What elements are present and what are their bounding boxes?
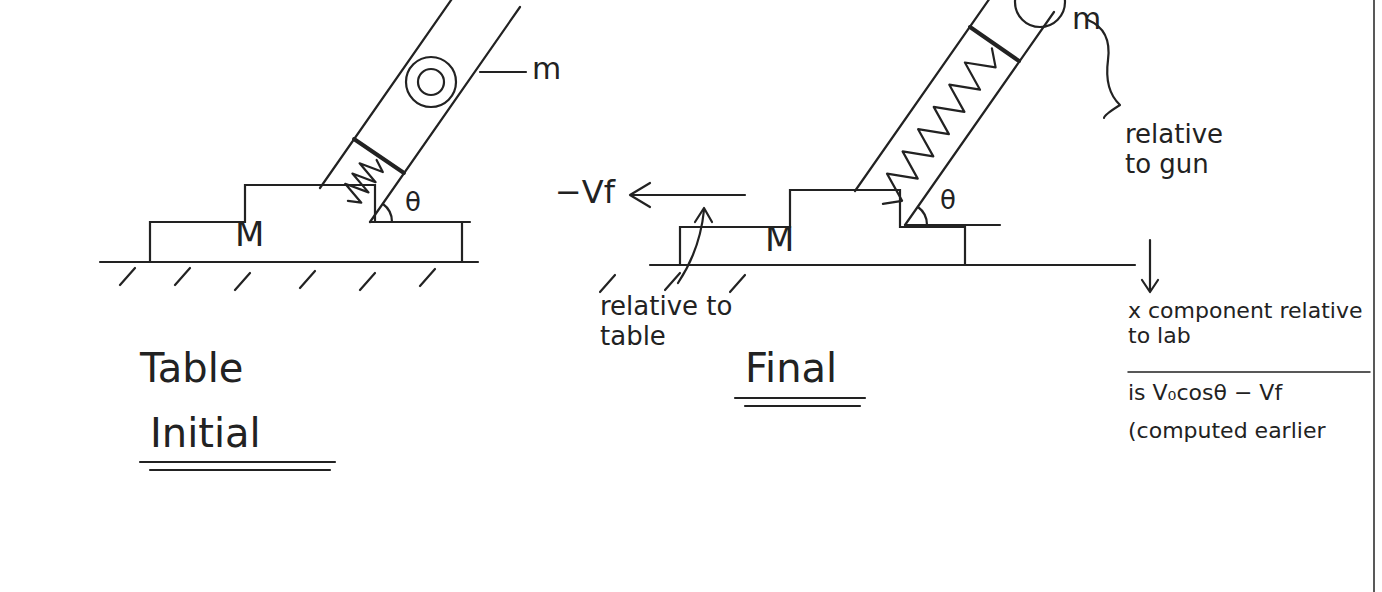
block-outline <box>680 190 965 265</box>
note: relative to gun <box>1125 120 1245 180</box>
note: (computed earlier <box>1128 418 1325 443</box>
note: Final <box>745 345 837 391</box>
note: Table <box>140 345 243 391</box>
note: is V₀cosθ − Vf <box>1128 380 1282 405</box>
block-shape: M <box>680 190 965 265</box>
mass-label: M <box>765 220 794 259</box>
mass-label: M <box>235 215 264 254</box>
mass-label: m <box>532 52 561 87</box>
velocity-label: −Vf <box>555 174 615 211</box>
angle-label: θ <box>940 186 956 216</box>
mass-label: m <box>1072 2 1101 37</box>
note: x component relative to lab <box>1128 298 1363 349</box>
angle-label: θ <box>405 188 421 218</box>
note: Initial <box>150 410 261 456</box>
note: relative to table <box>600 292 735 352</box>
